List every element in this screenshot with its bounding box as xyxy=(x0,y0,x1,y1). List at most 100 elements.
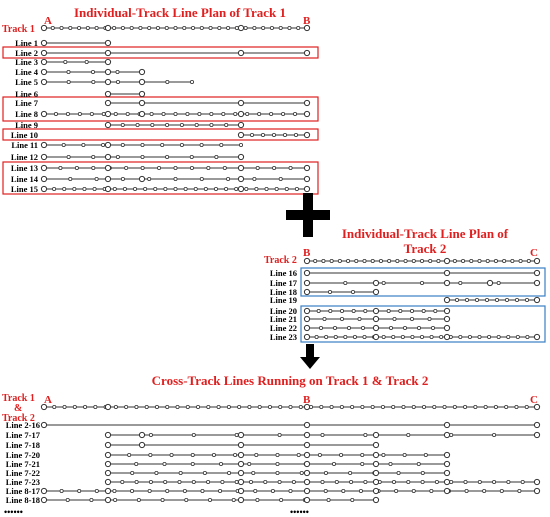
panel3-track-line xyxy=(40,403,541,411)
panel1-endpoint-a: A xyxy=(44,15,52,27)
line-row xyxy=(40,185,311,193)
line-row xyxy=(104,451,451,459)
panel2-endpoint-c: C xyxy=(530,247,538,259)
panel3-title: Cross-Track Lines Running on Track 1 & T… xyxy=(152,373,429,388)
line-label: Line 7-18 xyxy=(6,440,40,450)
line-label: Line 15 xyxy=(11,184,38,194)
line-row xyxy=(303,324,451,332)
line-label: Line 7-21 xyxy=(6,459,40,469)
panel1-endpoint-b: B xyxy=(303,15,311,27)
panel3-endpoint-b: B xyxy=(303,394,311,406)
line-row xyxy=(104,478,541,486)
line-row xyxy=(40,421,541,429)
line-label: Line 1 xyxy=(15,38,38,48)
panel2-title-line1: Individual-Track Line Plan of xyxy=(342,226,509,241)
group-box-line2 xyxy=(2,46,319,59)
group-box-line20-23 xyxy=(300,305,546,343)
line-label: Line 7-17 xyxy=(6,430,41,440)
line-row xyxy=(40,49,311,57)
track1-line xyxy=(40,24,311,32)
line-row xyxy=(40,496,380,504)
line-row xyxy=(40,78,194,86)
line-label: Line 8 xyxy=(15,109,38,119)
line-label: Line 5 xyxy=(15,77,38,87)
line-label: Line 7-20 xyxy=(6,450,40,460)
line-row xyxy=(303,269,541,277)
line-row xyxy=(40,39,112,47)
panel3-endpoint-a: A xyxy=(44,394,52,406)
line-row xyxy=(40,68,146,76)
panel3-track-label-1: Track 1 xyxy=(2,393,35,404)
line-label: Line 3 xyxy=(15,57,38,67)
line-label: Line 16 xyxy=(270,268,297,278)
panel3-ellipsis-left: •••••• xyxy=(4,507,23,517)
line-label: Line 12 xyxy=(11,152,38,162)
line-label: Line 11 xyxy=(11,140,38,150)
track2-line xyxy=(303,257,541,265)
line-row xyxy=(40,487,541,495)
line-label: Line 4 xyxy=(15,67,39,77)
panel2-endpoint-b: B xyxy=(303,247,311,259)
panel3-lines xyxy=(40,421,541,504)
line-row xyxy=(237,131,311,139)
line-row xyxy=(104,90,146,98)
line-label: Line 8-18 xyxy=(6,495,40,505)
panel2-track-label: Track 2 xyxy=(264,255,297,266)
line-row xyxy=(303,333,541,341)
panel1-track-label: Track 1 xyxy=(2,24,35,35)
arrow-down-icon xyxy=(300,344,320,369)
panel1-track-line xyxy=(40,24,311,32)
panel2-title-line2: Track 2 xyxy=(404,241,447,256)
cross-track-line xyxy=(40,403,541,411)
plus-icon xyxy=(286,193,330,237)
line-row xyxy=(104,460,451,468)
line-label: Line 2 xyxy=(15,48,38,58)
group-box-line7-8 xyxy=(2,96,319,122)
line-label: Line 7-23 xyxy=(6,477,40,487)
line-row xyxy=(303,307,451,315)
line-row xyxy=(303,315,451,323)
panel1-group-boxes xyxy=(2,46,319,195)
line-row xyxy=(40,153,245,161)
panel1-title: Individual-Track Line Plan of Track 1 xyxy=(74,5,286,20)
panel2-group-boxes xyxy=(300,267,546,343)
line-row xyxy=(104,99,311,107)
line-row xyxy=(104,469,451,477)
line-label: Line 22 xyxy=(270,323,297,333)
line-label: Line 20 xyxy=(270,306,297,316)
panel1-lines xyxy=(40,39,311,193)
line-label: Line 9 xyxy=(15,120,38,130)
panel3-track-label-2: Track 2 xyxy=(2,413,35,424)
line-label: Line 6 xyxy=(15,89,38,99)
panel3-ellipsis-mid: •••••• xyxy=(290,507,309,517)
line-label: Line 17 xyxy=(270,278,298,288)
line-row xyxy=(104,121,245,129)
group-box-line13-15 xyxy=(2,161,319,195)
line-row xyxy=(40,110,311,118)
panel3-endpoint-c: C xyxy=(530,394,538,406)
line-row xyxy=(303,279,541,287)
line-label: Line 19 xyxy=(270,295,297,305)
panel2-lines xyxy=(303,269,541,341)
line-label: Line 7-22 xyxy=(6,468,40,478)
line-label: Line 2-16 xyxy=(6,420,40,430)
line-row xyxy=(40,164,311,172)
line-row xyxy=(40,58,112,66)
panel3-track-label-amp: & xyxy=(14,403,22,414)
group-box-line10 xyxy=(2,128,319,141)
group-box-line16-18 xyxy=(300,267,546,297)
line-label: Line 7 xyxy=(15,98,39,108)
line-row xyxy=(40,175,311,183)
line-row xyxy=(104,441,380,449)
line-label: Line 10 xyxy=(11,130,38,140)
line-row xyxy=(303,288,380,296)
line-label: Line 18 xyxy=(270,287,297,297)
panel2-track-line xyxy=(303,257,541,265)
line-label: Line 8-17 xyxy=(6,486,41,496)
line-row xyxy=(443,296,541,304)
line-label: Line 14 xyxy=(11,174,39,184)
line-label: Line 21 xyxy=(270,314,297,324)
line-label: Line 13 xyxy=(11,163,38,173)
